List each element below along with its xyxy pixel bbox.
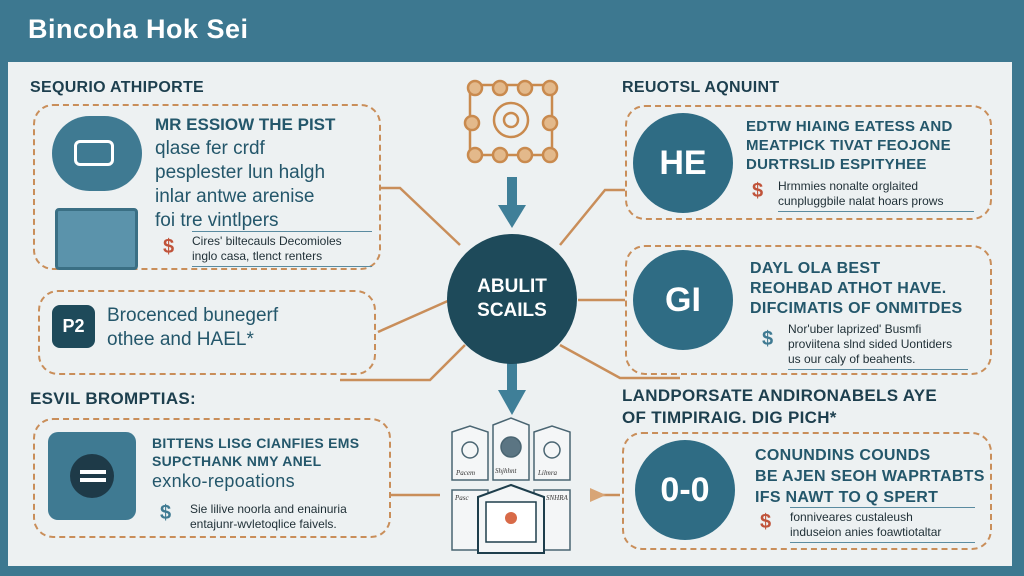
card-r2 [625, 245, 992, 375]
battery-card-icon [55, 208, 138, 270]
connector-line [340, 344, 466, 382]
documents-icon [451, 417, 571, 554]
dollar-icon: $ [160, 502, 172, 524]
doc-label: Pacem [455, 469, 475, 477]
card-3 [33, 418, 391, 538]
doc-label: Shjhhnt [495, 467, 517, 475]
connector-line [559, 188, 625, 246]
card-r1 [625, 105, 992, 220]
card-1 [33, 104, 381, 270]
arrow-down-icon [498, 177, 526, 228]
page-title: Bincoha Hok Sei [28, 14, 249, 44]
center-node[interactable]: ABULIT SCAILS [447, 234, 577, 364]
dollar-icon: $ [163, 236, 175, 258]
network-icon [463, 79, 559, 164]
center-label: ABULIT [477, 276, 547, 297]
section-heading: REUOTSL AQNUINT [622, 79, 780, 96]
circle-icon: HE [633, 113, 733, 213]
center-label: SCAILS [477, 300, 547, 321]
doc-label: SNHRA [546, 494, 569, 502]
arrow-down-icon [498, 362, 526, 415]
circle-icon: 0-0 [635, 440, 735, 540]
dollar-icon: $ [760, 511, 772, 533]
dollar-icon: $ [762, 328, 774, 350]
arrow-right-icon [590, 488, 606, 502]
document-icon [48, 432, 136, 520]
card-2 [38, 290, 376, 375]
dollar-icon: $ [752, 180, 764, 202]
circle-icon: GI [633, 250, 733, 350]
connector-line [380, 186, 461, 246]
cloud-chat-icon [52, 116, 142, 191]
doc-label: Lilmra [537, 469, 558, 477]
card-r3 [622, 432, 992, 550]
doc-label: Pasc [454, 494, 470, 502]
connector-line [559, 343, 680, 380]
p2-badge: P2 [52, 305, 95, 348]
section-heading: SEQURIO ATHIPORTE [30, 79, 204, 96]
section-heading: ESVIL BROMPTIAS: [30, 389, 197, 408]
connector-line [377, 298, 451, 334]
